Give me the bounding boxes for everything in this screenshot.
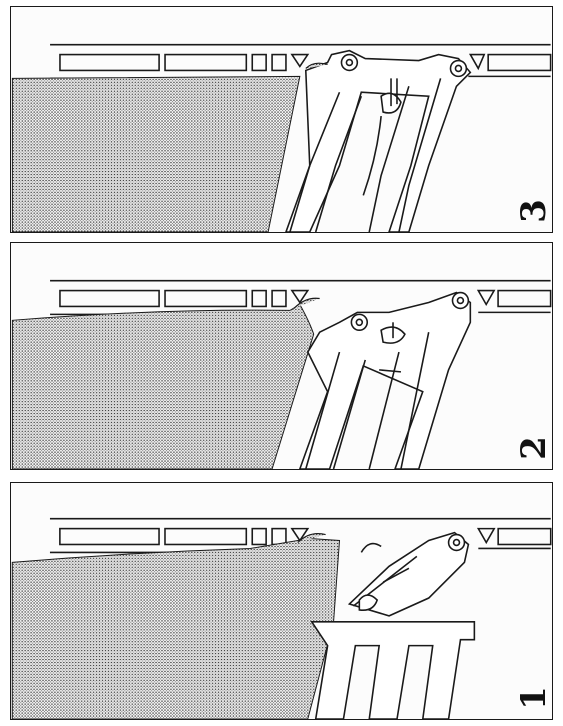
- step-number-3: 3: [514, 199, 553, 223]
- panel-step-1: 1: [10, 482, 553, 720]
- illustration-step-2: [11, 279, 552, 469]
- clip-profile: [310, 531, 476, 719]
- fabric-panel: [11, 303, 315, 469]
- ceiling-track: [50, 279, 552, 316]
- panel-step-2: 2: [10, 242, 553, 470]
- clip-profile: [285, 49, 472, 232]
- fabric-panel: [11, 75, 301, 232]
- illustration-step-3: [11, 43, 552, 232]
- fabric-panel: [11, 538, 341, 719]
- step-number-1: 1: [514, 686, 553, 710]
- illustration-step-1: [11, 517, 552, 719]
- panel-step-3: 3: [10, 6, 553, 233]
- step-number-2: 2: [514, 436, 553, 460]
- clip-profile: [298, 291, 472, 469]
- ceiling-track: [50, 43, 552, 80]
